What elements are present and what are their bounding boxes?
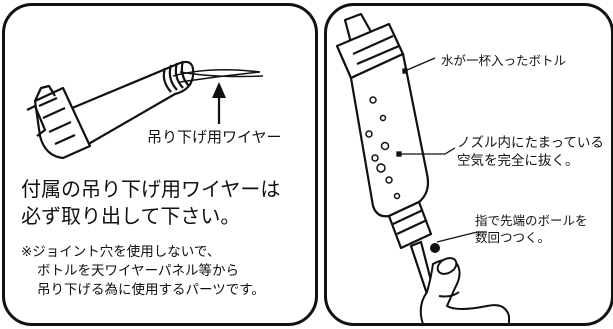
arrow-up-icon — [212, 82, 226, 124]
tap-note-line-2: 数回つつく。 — [475, 230, 551, 245]
bottle-with-wire-illustration — [26, 60, 264, 160]
note-line-3: 吊り下げる為に使用するパーツです。 — [37, 282, 265, 298]
air-bubbles — [365, 96, 401, 200]
bottle-leader-line — [406, 57, 436, 71]
wire-label: 吊り下げ用ワイヤー — [147, 128, 282, 146]
right-panel: 水が一杯入ったボトル ノズル内にたまっている 空気を完全に抜く。 指で先端のボー… — [324, 3, 613, 326]
hand-finger — [419, 257, 510, 324]
nozzle-note-line-1: ノズル内にたまっている — [457, 135, 604, 151]
left-panel: 吊り下げ用ワイヤー 付属の吊り下げ用ワイヤーは 必ず取り出して下さい。 ※ジョイ… — [2, 3, 318, 326]
bottle-body — [349, 52, 430, 218]
note-line-2: ボトルを天ワイヤーパネル等から — [37, 263, 239, 279]
nozzle-ball — [430, 243, 440, 253]
bottle-label: 水が一杯入ったボトル — [441, 53, 567, 68]
inverted-bottle-illustration — [335, 12, 510, 324]
hanging-wire — [172, 68, 261, 83]
main-notice-line-1: 付属の吊り下げ用ワイヤーは — [21, 177, 281, 201]
tap-leader-line — [436, 231, 487, 243]
note-line-1: ※ジョイント穴を使用しないで、 — [21, 244, 221, 260]
bottle-cap — [33, 86, 92, 160]
nozzle-note-line-2: 空気を完全に抜く。 — [457, 153, 579, 169]
nozzle-leader-line — [401, 147, 456, 155]
tap-note-line-1: 指で先端のボールを — [475, 213, 588, 228]
bottle-cap — [387, 200, 433, 250]
bottle-body — [63, 60, 195, 148]
main-notice-line-2: 必ず取り出して下さい。 — [21, 204, 241, 228]
